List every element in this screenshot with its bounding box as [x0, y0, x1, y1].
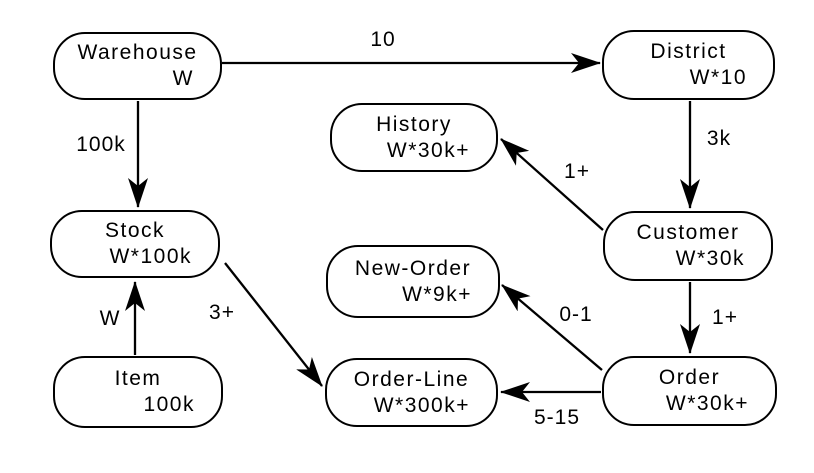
- edge-label-district-customer: 3k: [706, 127, 732, 150]
- node-stock: Stock W*100k: [50, 210, 220, 278]
- node-district: District W*10: [602, 30, 775, 100]
- node-stock-name: Stock: [104, 219, 166, 242]
- edge-label-customer-order: 1+: [712, 306, 738, 329]
- node-customer-count: W*30k: [675, 247, 745, 270]
- node-history: History W*30k+: [330, 103, 498, 172]
- node-order-count: W*30k+: [665, 392, 749, 415]
- edge-label-order-neworder: 0-1: [559, 303, 593, 326]
- node-district-count: W*10: [689, 66, 747, 89]
- node-warehouse-count: W: [172, 67, 194, 90]
- node-warehouse: Warehouse W: [53, 32, 222, 100]
- node-customer-name: Customer: [636, 221, 740, 244]
- node-order-line: Order-Line W*300k+: [325, 358, 498, 427]
- edge-label-item-stock: W: [99, 307, 121, 330]
- edge-order-neworder: [501, 284, 603, 371]
- node-history-count: W*30k+: [386, 138, 470, 162]
- node-item-name: Item: [114, 367, 162, 390]
- node-history-name: History: [376, 112, 452, 136]
- node-order-line-count: W*300k+: [373, 393, 470, 417]
- node-new-order-name: New-Order: [354, 256, 472, 280]
- node-order-name: Order: [658, 366, 721, 389]
- node-stock-count: W*100k: [109, 245, 192, 268]
- edge-label-order-orderline: 5-15: [533, 406, 581, 429]
- edge-stock-orderline: [224, 262, 323, 387]
- node-new-order: New-Order W*9k+: [326, 245, 500, 318]
- edge-customer-history: [500, 138, 604, 231]
- edge-label-warehouse-district: 10: [370, 28, 396, 51]
- node-item: Item 100k: [53, 356, 223, 428]
- node-order-line-name: Order-Line: [353, 367, 470, 391]
- node-customer: Customer W*30k: [603, 211, 773, 281]
- edge-label-stock-orderline: 3+: [209, 301, 235, 324]
- edge-label-customer-history: 1+: [564, 160, 590, 183]
- node-new-order-count: W*9k+: [402, 282, 472, 306]
- node-item-count: 100k: [143, 393, 195, 416]
- node-order: Order W*30k+: [602, 356, 777, 426]
- node-warehouse-name: Warehouse: [77, 41, 198, 64]
- node-district-name: District: [650, 40, 727, 63]
- edge-label-warehouse-stock: 100k: [76, 133, 126, 156]
